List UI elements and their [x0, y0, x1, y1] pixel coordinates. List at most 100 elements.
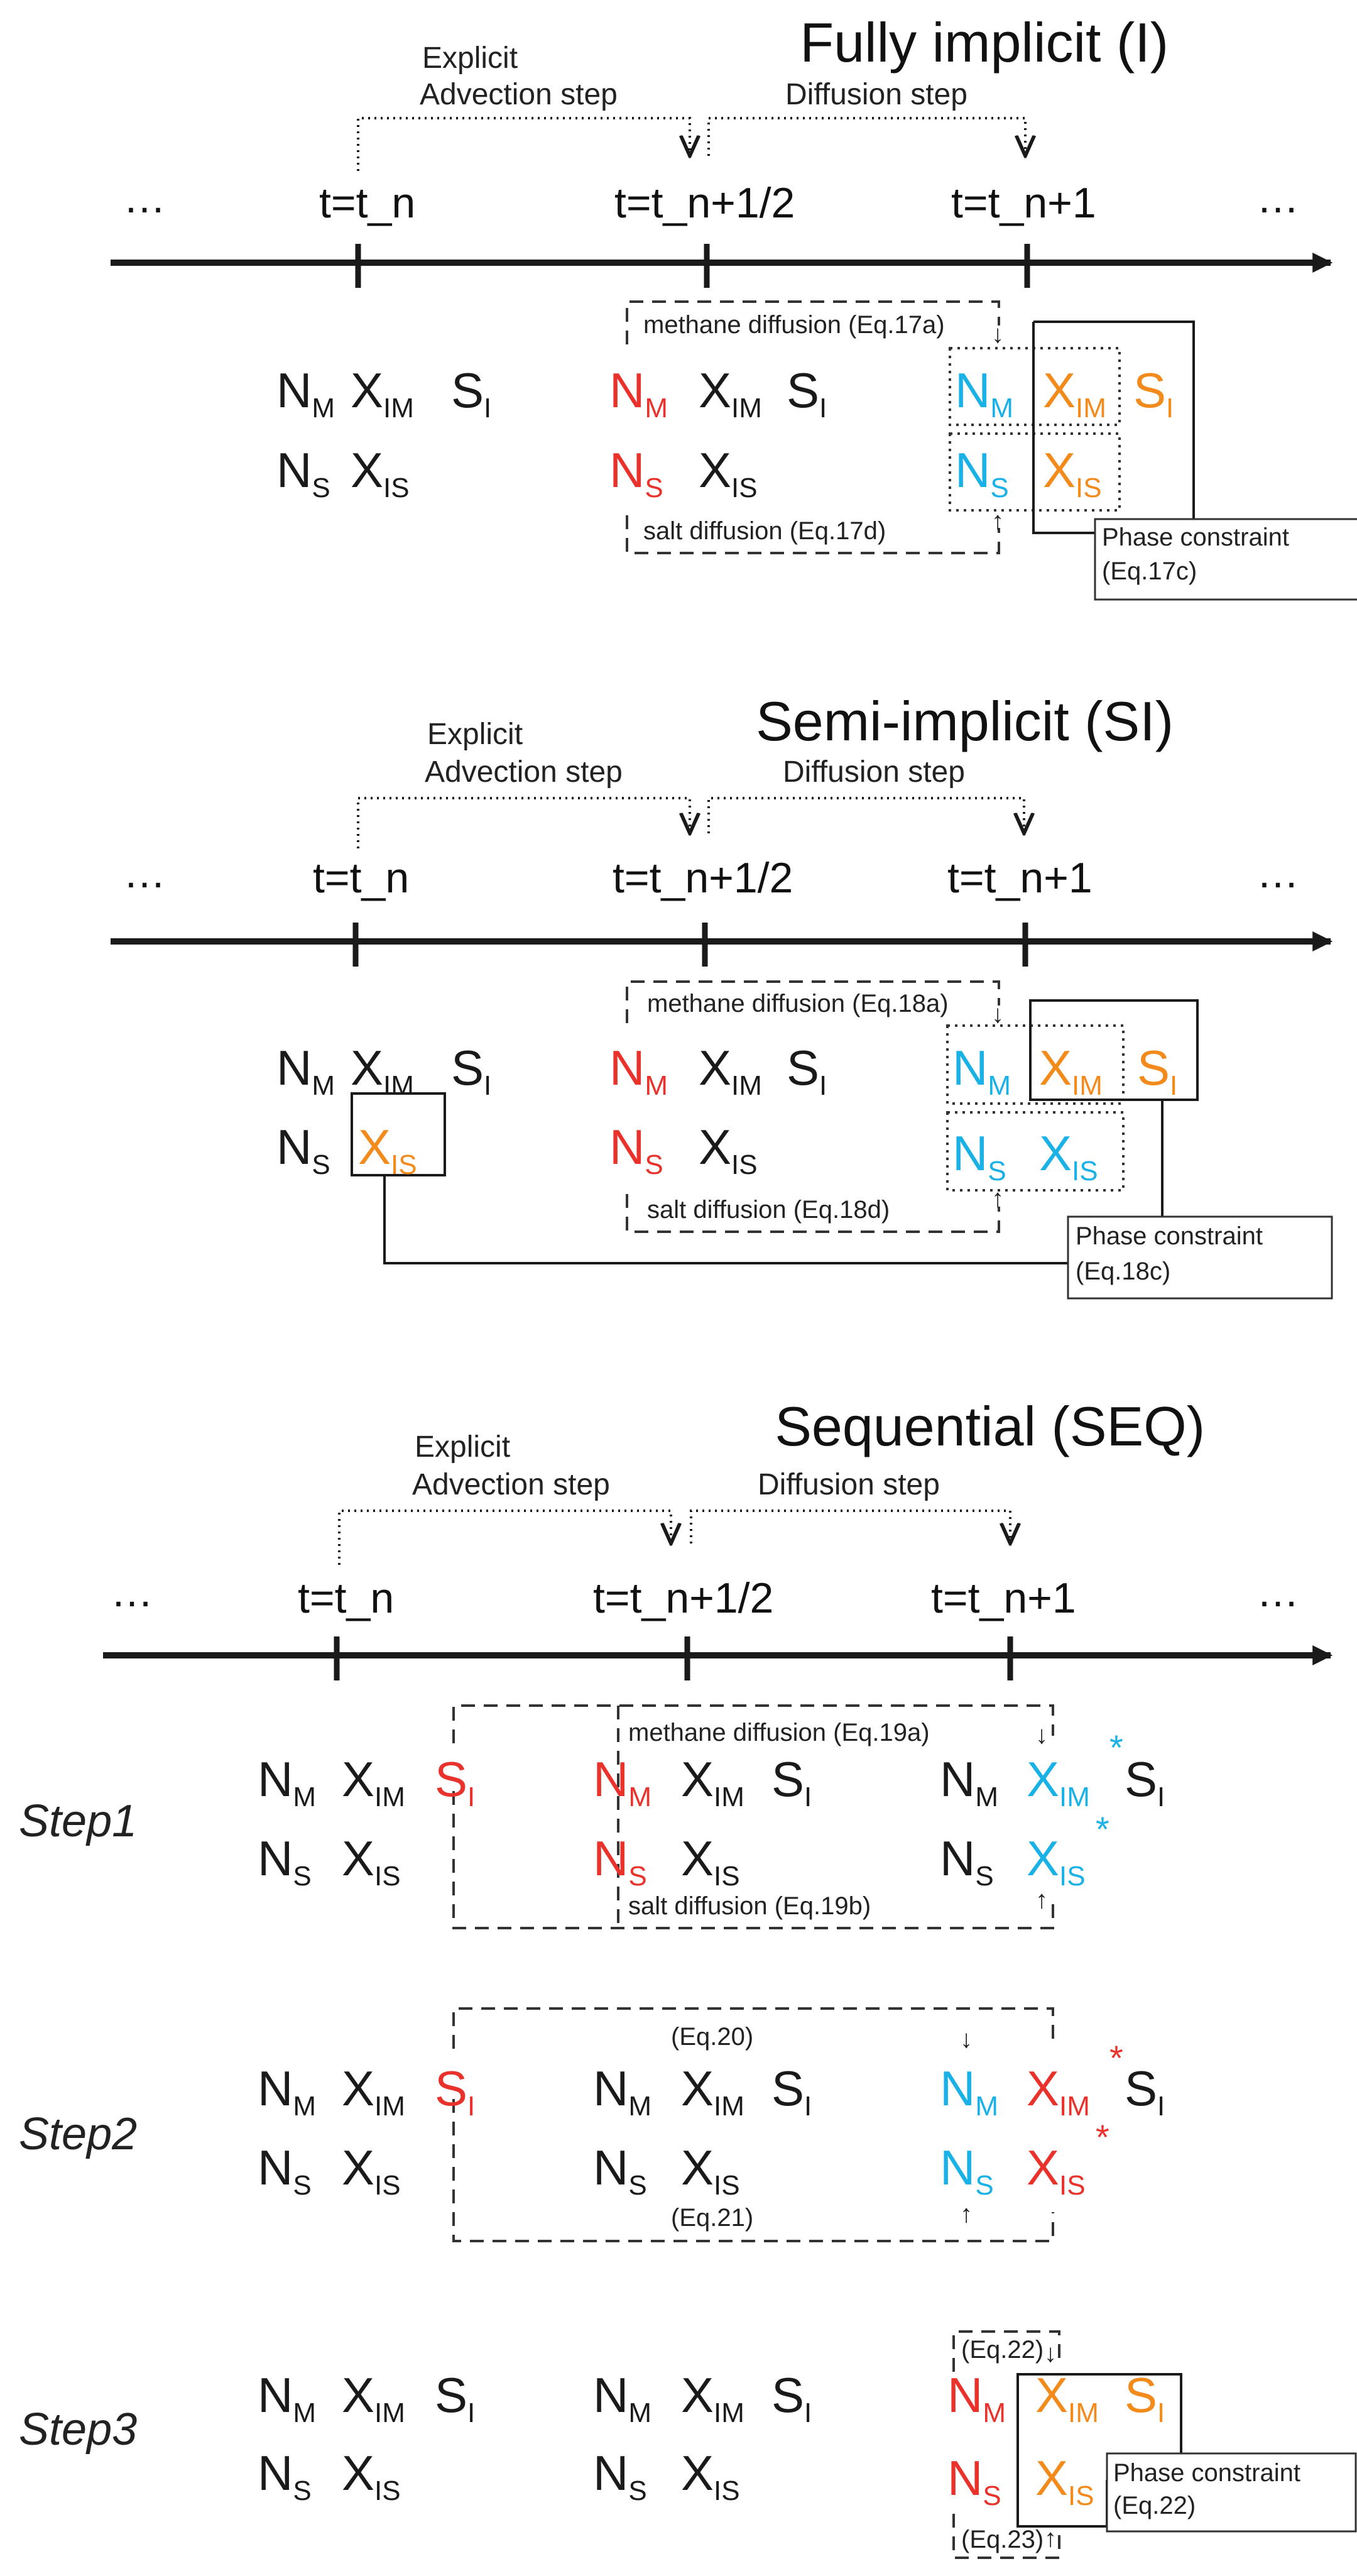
- var-N-S: NS: [609, 1119, 663, 1180]
- phase-constraint-eq: (Eq.17c): [1102, 557, 1197, 585]
- var-S-I: SI: [771, 2367, 812, 2428]
- salt-diffusion-label: salt diffusion (Eq.19b): [628, 1892, 871, 1920]
- var-N-M: NM: [955, 363, 1013, 424]
- var-X-IM: XIM: [681, 1751, 744, 1812]
- section-title: Fully implicit (I): [800, 11, 1169, 74]
- var-S-I: SI: [1125, 2367, 1165, 2428]
- var-N-S: NS: [947, 2450, 1001, 2511]
- phase-constraint-label: Phase constraint: [1113, 2459, 1300, 2487]
- var-S-I: SI: [1137, 1040, 1177, 1101]
- phase-constraint-label-box: [1106, 2452, 1357, 2533]
- salt-up-arrow: ↑: [991, 1185, 1004, 1212]
- var-S-I: SI: [771, 2061, 812, 2122]
- var-N-S: NS: [593, 2445, 647, 2506]
- var-X-IS: XIS: [342, 2140, 401, 2201]
- var-N-M: NM: [609, 363, 668, 424]
- time-label-thalf: t=t_n+1/2: [613, 854, 793, 902]
- var-X-IM: XIM: [351, 363, 414, 424]
- methane-down-arrow: ↓: [1035, 1721, 1048, 1749]
- var-S-I: SI: [1125, 1751, 1165, 1812]
- var-S-I: SI: [435, 1751, 475, 1812]
- var-X-IM: XIM: [1035, 2367, 1099, 2428]
- section-semi-implicit: Semi-implicit (SI) Explicit Advection st…: [111, 690, 1333, 1300]
- var-N-S: NS: [940, 1831, 994, 1892]
- var-N-M: NM: [258, 2367, 316, 2428]
- eq23-bracket: [952, 2514, 1060, 2559]
- var-X-IM: XIM: [1027, 2061, 1090, 2122]
- methane-diffusion-label: methane diffusion (Eq.18a): [647, 990, 949, 1017]
- methane-down-arrow: ↓: [991, 321, 1004, 348]
- var-X-IS: XIS: [1027, 1831, 1086, 1892]
- var-N-M: NM: [258, 1751, 316, 1812]
- diffusion-step-label: Diffusion step: [783, 755, 965, 789]
- var-X-IM: XIM: [681, 2061, 744, 2122]
- eq20-down-arrow: ↓: [960, 2025, 973, 2053]
- star-marker: *: [1109, 2038, 1123, 2078]
- time-label-thalf: t=t_n+1/2: [593, 1574, 773, 1622]
- var-X-IS: XIS: [1035, 2450, 1094, 2511]
- var-X-IM: XIM: [681, 2367, 744, 2428]
- section-fully-implicit: Fully implicit (I) Explicit Advection st…: [111, 11, 1357, 601]
- var-S-I: SI: [435, 2367, 475, 2428]
- var-X-IM: XIM: [1043, 363, 1106, 424]
- var-S-I: SI: [1125, 2061, 1165, 2122]
- phase-constraint-eq: (Eq.18c): [1076, 1258, 1170, 1285]
- var-X-IM: XIM: [342, 2061, 405, 2122]
- time-label-thalf: t=t_n+1/2: [614, 179, 795, 227]
- var-X-IS: XIS: [342, 1831, 401, 1892]
- time-label-tnext: t=t_n+1: [951, 179, 1096, 227]
- star-marker: *: [1096, 2117, 1109, 2157]
- phase-constraint-box: [1032, 321, 1195, 534]
- var-X-IM: XIM: [342, 1751, 405, 1812]
- phase-constraint-label: Phase constraint: [1076, 1222, 1263, 1250]
- var-N-S: NS: [258, 2445, 312, 2506]
- var-N-S: NS: [940, 2140, 994, 2201]
- var-S-I: SI: [1133, 363, 1174, 424]
- section-title: Semi-implicit (SI): [756, 690, 1174, 752]
- step3-label: Step3: [19, 2404, 137, 2455]
- salt-bracket: [452, 1791, 1054, 1929]
- var-N-S: NS: [258, 2140, 312, 2201]
- var-X-IS: XIS: [681, 2140, 740, 2201]
- advection-step-label: Advection step: [412, 1468, 610, 1501]
- var-N-S: NS: [952, 1126, 1006, 1187]
- ellipsis-right: …: [1256, 1568, 1299, 1616]
- var-N-M: NM: [593, 1751, 651, 1812]
- var-N-S: NS: [276, 1119, 330, 1180]
- var-S-I: SI: [787, 1040, 827, 1101]
- eq22-down-arrow: ↓: [1044, 2340, 1057, 2367]
- phase-constraint-box: [1029, 999, 1199, 1101]
- ellipsis-right: …: [1256, 174, 1299, 222]
- phase-constraint-label-box: [1094, 518, 1357, 601]
- diffusion-bracket: [707, 797, 1024, 833]
- ellipsis-left: …: [111, 1568, 153, 1616]
- var-N-M: NM: [276, 1040, 335, 1101]
- var-N-S: NS: [593, 2140, 647, 2201]
- advection-bracket: [357, 117, 690, 171]
- eq21-bracket: [452, 2099, 1054, 2242]
- salt-diffusion-label: salt diffusion (Eq.18d): [647, 1196, 890, 1224]
- explicit-label: Explicit: [427, 718, 523, 751]
- var-X-IS: XIS: [1039, 1126, 1098, 1187]
- ellipsis-right: …: [1256, 849, 1299, 897]
- var-N-S: NS: [276, 442, 330, 503]
- phase-constraint-label: Phase constraint: [1102, 523, 1289, 551]
- eq20-bracket: [452, 2007, 1054, 2049]
- diffusion-bracket: [707, 117, 1025, 156]
- var-N-S: NS: [593, 1831, 647, 1892]
- ellipsis-left: …: [123, 174, 166, 222]
- var-N-M: NM: [940, 2061, 998, 2122]
- var-S-I: SI: [771, 1751, 812, 1812]
- var-N-M: NM: [952, 1040, 1011, 1101]
- section-title: Sequential (SEQ): [775, 1395, 1205, 1457]
- var-X-IM: XIM: [699, 1040, 762, 1101]
- var-X-IS: XIS: [1043, 442, 1102, 503]
- phase-constraint-label-box: [1067, 1215, 1333, 1300]
- time-label-tn: t=t_n: [313, 854, 409, 902]
- var-X-IM: XIM: [351, 1040, 414, 1101]
- eq22-bracket: [952, 2330, 1060, 2372]
- eq21-up-arrow: ↑: [960, 2200, 973, 2228]
- var-N-M: NM: [609, 1040, 668, 1101]
- var-X-IS: XIS: [681, 1831, 740, 1892]
